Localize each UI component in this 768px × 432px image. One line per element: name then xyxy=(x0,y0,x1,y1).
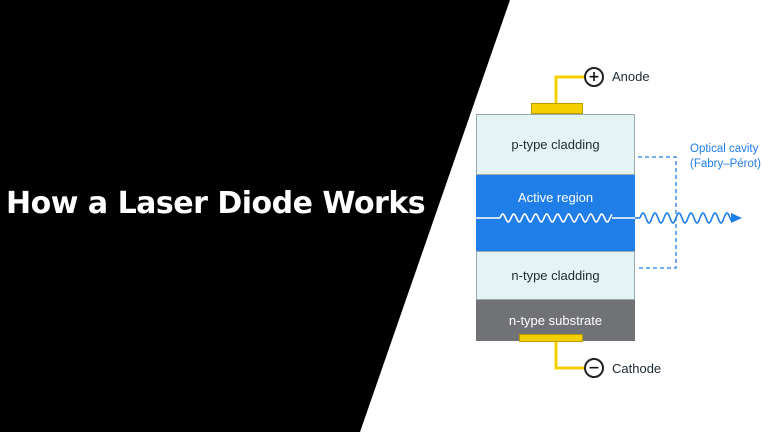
active-region-layer: Active region xyxy=(476,175,635,251)
optical-cavity-line2: (Fabry–Pérot) xyxy=(690,158,761,170)
anode-plus-icon: + xyxy=(584,67,604,87)
n-type-cladding-layer: n-type cladding xyxy=(476,251,635,300)
active-region-label: Active region xyxy=(517,190,594,205)
p-type-cladding-label: p-type cladding xyxy=(511,137,600,152)
cathode-label: Cathode xyxy=(612,361,662,376)
optical-cavity-line1: Optical cavity xyxy=(690,143,759,155)
anode-label: Anode xyxy=(612,69,650,84)
n-type-substrate-layer: n-type substrate xyxy=(476,300,635,341)
anode-contact-pad xyxy=(531,103,583,114)
n-type-substrate-label: n-type substrate xyxy=(508,313,603,328)
page-title: How a Laser Diode Works xyxy=(6,186,426,221)
internal-light-wave xyxy=(499,213,613,223)
optical-cavity-label: Optical cavity (Fabry–Pérot) xyxy=(690,142,768,172)
p-type-cladding-layer: p-type cladding xyxy=(476,114,635,175)
cathode-contact-pad xyxy=(519,334,583,342)
emission-arrow-icon xyxy=(731,213,742,223)
cathode-minus-icon: − xyxy=(584,358,604,378)
n-type-cladding-label: n-type cladding xyxy=(511,268,600,283)
emitted-light-wave xyxy=(639,212,732,224)
